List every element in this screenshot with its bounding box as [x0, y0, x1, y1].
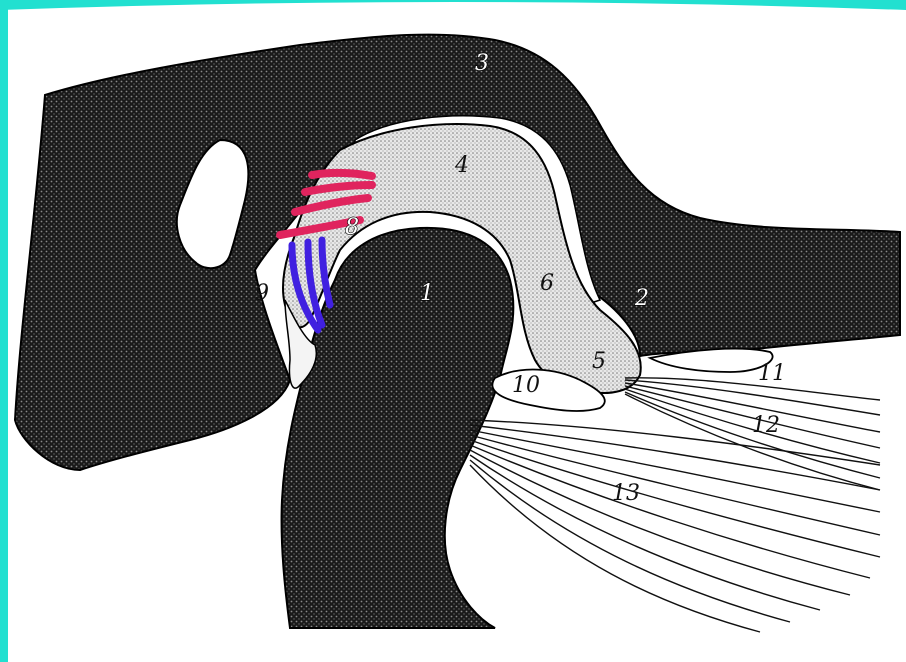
label-13: 13 [612, 481, 640, 506]
frame-left-bar [0, 0, 8, 662]
label-2: 2 [634, 286, 649, 311]
label-12: 12 [752, 413, 780, 438]
label-8: 8 [345, 215, 359, 240]
label-6: 6 [540, 271, 554, 296]
label-4: 4 [454, 153, 469, 178]
label-9: 9 [255, 281, 269, 306]
label-5: 5 [592, 349, 606, 374]
frame-top-arc [0, 0, 906, 10]
label-3: 3 [475, 51, 489, 76]
label-1: 1 [420, 281, 434, 306]
label-11: 11 [758, 361, 786, 386]
label-10: 10 [512, 373, 540, 398]
muscle-lower-head [470, 420, 880, 632]
